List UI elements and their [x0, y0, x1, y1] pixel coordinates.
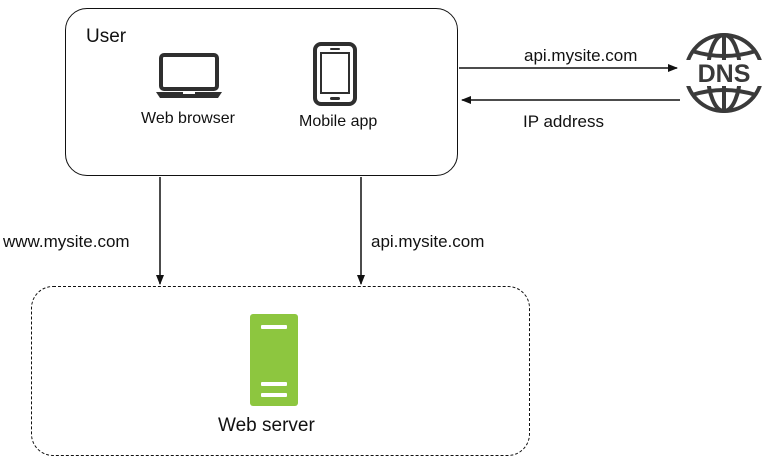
user-group-title: User	[86, 26, 127, 47]
browser-to-server-label: www.mysite.com	[3, 232, 130, 251]
dns-icon-text: DNS	[698, 60, 751, 88]
laptop-icon	[156, 53, 222, 98]
mobile-phone-icon	[313, 42, 357, 106]
dns-response-label: IP address	[523, 112, 604, 131]
dns-globe-icon: DNS	[684, 33, 764, 113]
web-server-label: Web server	[218, 415, 315, 436]
mobile-app-label: Mobile app	[299, 113, 378, 130]
dns-request-label: api.mysite.com	[524, 46, 638, 65]
user-group-box	[65, 8, 458, 176]
mobile-to-server-label: api.mysite.com	[371, 232, 485, 251]
web-browser-label: Web browser	[141, 110, 235, 127]
server-icon	[250, 314, 298, 406]
web-server-group-box	[31, 286, 530, 456]
